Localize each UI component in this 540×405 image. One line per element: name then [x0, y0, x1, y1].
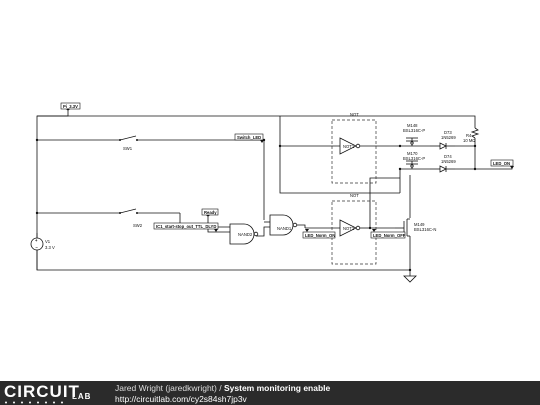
nand1-label: NAND1	[277, 226, 292, 231]
d73-name: D73	[444, 130, 452, 135]
m149-part: BSL316C-N	[414, 227, 436, 232]
m148-name: M148	[407, 123, 418, 128]
pmos-m148: M148 BSL316C-P	[403, 123, 425, 145]
tag-pi-supply: Pi_3.3V	[60, 102, 81, 111]
sw2-label: SW2	[133, 223, 143, 228]
tag-start-stop: IC1_start-stop_out_TTL_DLYD	[153, 222, 219, 232]
tag-led-norm-off: LED_Norm_OFF	[370, 229, 406, 239]
ground-symbol	[403, 275, 417, 283]
m170-part: BSL316C-P	[403, 156, 425, 161]
junctions	[35, 138, 477, 272]
circuitlab-logo[interactable]: CIRCUIT	[4, 382, 80, 401]
m149-name: M149	[414, 222, 425, 227]
not-bottom-gate-label: NOT2	[343, 226, 355, 231]
footer-bar: CIRCUIT LAB Jared Wright (jaredkwright) …	[0, 381, 540, 405]
tag-switch-led: Switch_LED	[234, 133, 264, 143]
tag-led-on-text: LED_ON	[493, 161, 510, 166]
d74-part: 1N5269	[441, 159, 456, 164]
circuit-title[interactable]: System monitoring enable	[223, 383, 331, 393]
tag-ready: Ready	[201, 208, 219, 217]
tag-switch-led-text: Switch_LED	[237, 135, 261, 140]
switch-sw1: SW1	[119, 135, 138, 151]
pmos-m170: M170 BSL316C-P	[403, 151, 425, 168]
svg-text:−: −	[36, 245, 39, 250]
r4-value: 10 MΩ	[463, 138, 475, 143]
nmos-m149: M149 BSL316C-N	[395, 218, 436, 237]
logo-dots-icon	[5, 401, 63, 404]
r4-name: R4	[466, 133, 472, 138]
v1-value: 3.3 V	[45, 245, 55, 250]
circuit-url[interactable]: http://circuitlab.com/cy2s84sh7jp3v	[115, 394, 247, 404]
tag-pi-supply-text: Pi_3.3V	[63, 104, 78, 109]
m148-part: BSL316C-P	[403, 128, 425, 133]
svg-text:+: +	[35, 238, 38, 243]
not-top-gate-label: NOT1	[343, 144, 355, 149]
battery-v1: + − V1 3.3 V	[30, 237, 55, 251]
byline: Jared Wright (jaredkwright) / System mon…	[115, 383, 330, 393]
resistor-r4: R4 10 MΩ	[463, 127, 480, 143]
diode-d73: D73 1N5269	[439, 130, 456, 150]
nand2-gate: NAND2	[229, 223, 259, 245]
author-name[interactable]: Jared Wright (jaredkwright)	[115, 383, 217, 393]
d74-name: D74	[444, 154, 452, 159]
sw1-label: SW1	[123, 146, 133, 151]
tag-start-stop-text: IC1_start-stop_out_TTL_DLYD	[156, 224, 216, 229]
nand1-gate: NAND1	[269, 214, 298, 236]
tag-led-norm-off-text: LED_Norm_OFF	[373, 233, 406, 238]
byline-separator: /	[216, 383, 224, 393]
tag-led-on: LED_ON	[490, 159, 514, 169]
tag-ready-text: Ready	[204, 210, 217, 215]
switch-sw2: SW2	[119, 208, 143, 228]
nand2-label: NAND2	[238, 232, 253, 237]
d73-part: 1N5269	[441, 135, 456, 140]
diode-d74: D74 1N5269	[439, 154, 456, 173]
not-bottom-title: NOT	[350, 193, 359, 198]
circuitlab-logo-sub: LAB	[72, 392, 92, 401]
not-module-top: NOT NOT1	[331, 112, 377, 184]
not-top-title: NOT	[350, 112, 359, 117]
tag-led-norm-on: LED_Norm_ON	[302, 229, 336, 239]
m170-name: M170	[407, 151, 418, 156]
tag-led-norm-on-text: LED_Norm_ON	[305, 233, 335, 238]
v1-name: V1	[45, 239, 51, 244]
